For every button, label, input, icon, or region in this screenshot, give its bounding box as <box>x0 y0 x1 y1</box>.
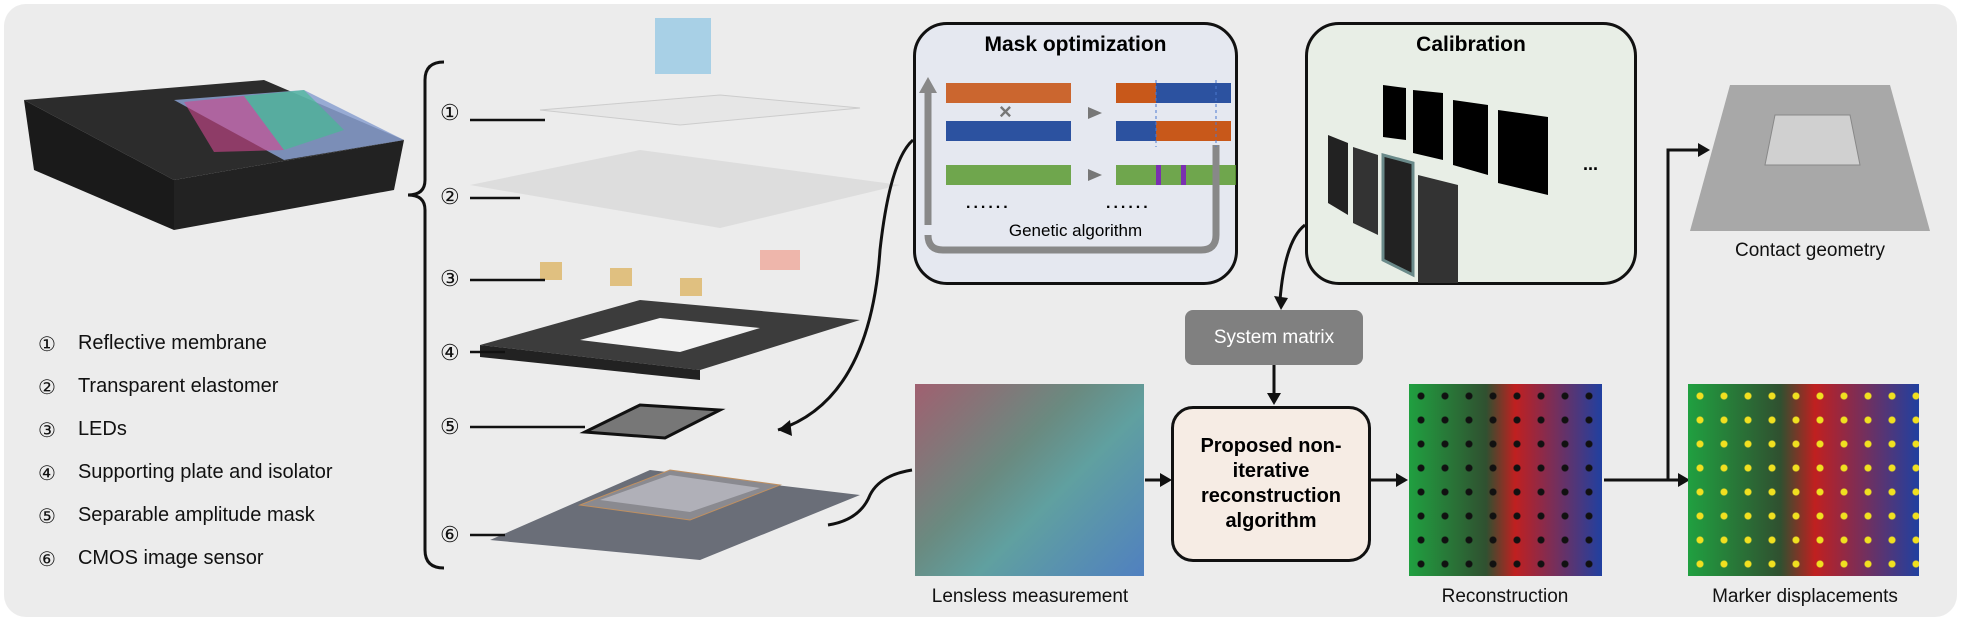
mask-optimization-title: Mask optimization <box>984 33 1167 56</box>
led-layer <box>540 250 800 296</box>
layer-callout-5: ⑤ <box>440 414 460 439</box>
legend-number: ⑤ <box>38 506 56 528</box>
legend-item: ② Transparent elastomer <box>38 375 278 400</box>
mask-optimization-box: Mask optimization × ...... ...... Geneti… <box>913 22 1238 285</box>
legend-item: ③ LEDs <box>38 418 127 443</box>
legend-label: LEDs <box>77 418 127 440</box>
calibration-box: Calibration ... <box>1305 22 1637 285</box>
genetic-algorithm-caption: Genetic algorithm <box>1008 221 1143 240</box>
legend-label: CMOS image sensor <box>77 547 264 569</box>
legend-label: Reflective membrane <box>77 332 267 354</box>
lensless-measurement-image <box>915 384 1144 576</box>
reconstruction-caption: Reconstruction <box>1441 586 1569 607</box>
legend-number: ③ <box>38 420 56 442</box>
legend-number: ① <box>38 334 56 356</box>
membrane-layer <box>539 94 861 126</box>
layer-callout-3: ③ <box>440 266 460 291</box>
sensor-device-photo <box>14 60 404 235</box>
arrowheads <box>778 143 1710 487</box>
legend-item: ① Reflective membrane <box>38 332 267 357</box>
legend-label: Supporting plate and isolator <box>77 461 333 483</box>
layer-callout-2: ② <box>440 184 460 209</box>
legend-label: Transparent elastomer <box>77 375 279 397</box>
svg-text:...: ... <box>1583 154 1598 174</box>
legend-label: Separable amplitude mask <box>77 504 315 526</box>
calibration-title: Calibration <box>1416 33 1526 56</box>
calibration-patterns-graphic: ... <box>1328 85 1598 283</box>
layer-callout-4: ④ <box>440 340 460 365</box>
brace <box>407 60 445 570</box>
marker-displacements-caption: Marker displacements <box>1712 586 1898 607</box>
support-plate-layer <box>480 300 860 380</box>
system-matrix-box: System matrix <box>1185 310 1363 365</box>
contact-geometry-image <box>1690 75 1930 231</box>
lensless-measurement-caption: Lensless measurement <box>931 586 1129 607</box>
elastomer-layer <box>470 150 900 228</box>
legend-item: ⑥ CMOS image sensor <box>38 547 264 572</box>
layer-callout-1: ① <box>440 100 460 125</box>
legend-item: ④ Supporting plate and isolator <box>38 461 333 486</box>
cmos-sensor-layer <box>490 469 860 560</box>
reconstruction-image <box>1409 384 1602 576</box>
legend-number: ② <box>38 377 56 399</box>
layer-leader-lines <box>470 118 585 537</box>
legend-number: ④ <box>38 463 56 485</box>
indenter-cube <box>655 18 711 74</box>
ellipsis-left: ...... <box>966 195 1011 212</box>
flow-arrows <box>777 138 1700 527</box>
marker-displacements-image <box>1688 384 1919 576</box>
reconstruction-algorithm-box: Proposed non-iterative reconstruction al… <box>1171 406 1371 562</box>
svg-text:×: × <box>999 99 1012 124</box>
mask-layer <box>579 403 726 440</box>
genetic-algorithm-graphic: × <box>919 77 1236 254</box>
legend-item: ⑤ Separable amplitude mask <box>38 504 315 529</box>
ellipsis-right: ...... <box>1106 195 1151 212</box>
contact-geometry-caption: Contact geometry <box>1735 240 1885 261</box>
layer-callout-6: ⑥ <box>440 522 460 547</box>
legend-number: ⑥ <box>38 549 56 571</box>
